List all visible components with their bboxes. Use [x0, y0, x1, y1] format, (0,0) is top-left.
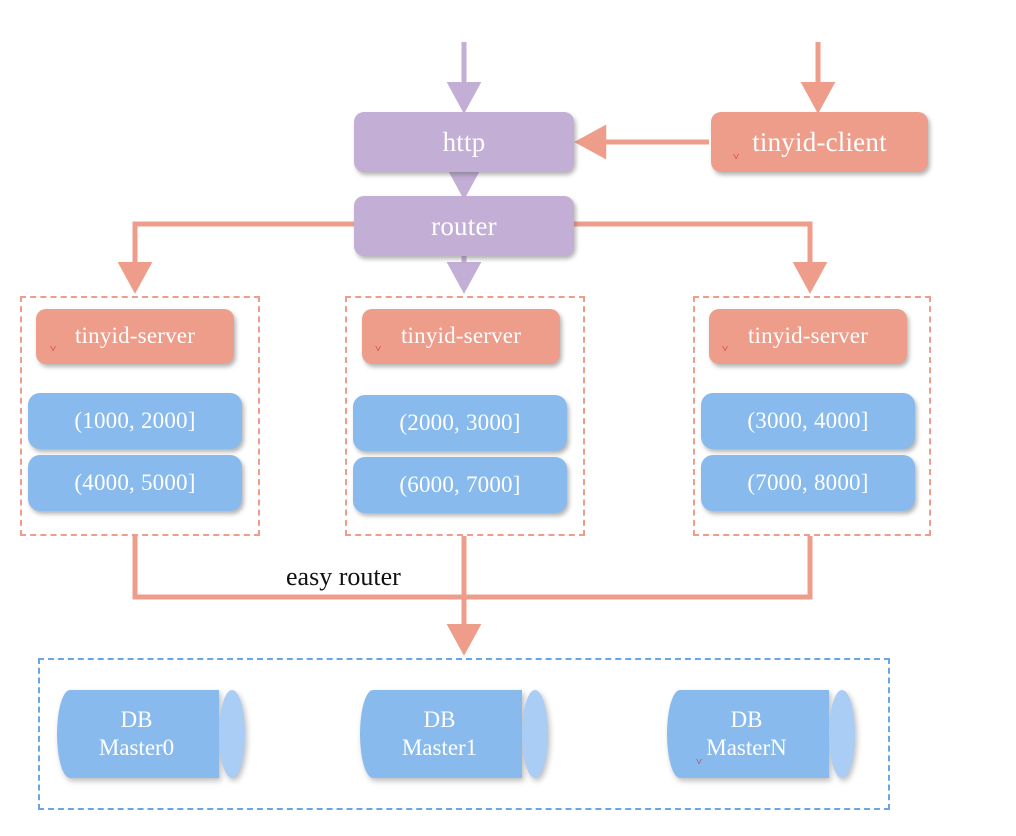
db-cylinder-2-left-cap: [667, 690, 693, 778]
server-group-3: [693, 296, 931, 536]
db-cylinder-2-line1: DB: [730, 706, 763, 732]
db-group: [38, 658, 890, 810]
server-group-1: [20, 296, 260, 536]
edge-router-to-server-3: [574, 221, 828, 294]
node-tinyid-client-label: tinyid-client: [752, 126, 887, 157]
db-cylinder-0-label: DB Master0: [57, 690, 216, 778]
edge-router-to-server-1: [117, 221, 354, 294]
server-group-3-segment-1[interactable]: (7000, 8000]: [701, 455, 915, 511]
server-group-1-segment-1[interactable]: (4000, 5000]: [28, 455, 242, 511]
node-tinyid-client[interactable]: tinyid-client: [711, 112, 928, 172]
db-cylinder-1-line2: Master1: [401, 735, 478, 760]
server-group-2-segment-0-label: (2000, 3000]: [399, 409, 521, 435]
server-group-1-segment-0-label: (1000, 2000]: [74, 407, 196, 433]
db-cylinder-0-line2: Master0: [98, 735, 175, 760]
node-http[interactable]: http: [354, 112, 574, 172]
server-group-3-server-label: tinyid-server: [747, 323, 869, 349]
server-group-2: [345, 296, 585, 536]
db-cylinder-2-body: [680, 690, 829, 778]
db-cylinder-2-right-cap: [829, 690, 855, 778]
db-cylinder-1[interactable]: DB Master1: [360, 690, 548, 778]
server-group-3-segment-1-label: (7000, 8000]: [747, 469, 869, 495]
node-router-label: router: [431, 210, 497, 241]
edge-server-3-to-bus: [464, 536, 813, 600]
server-group-2-segment-1-label: (6000, 7000]: [399, 471, 521, 497]
server-group-3-server[interactable]: tinyid-server: [709, 309, 907, 364]
server-group-1-segment-1-label: (4000, 5000]: [74, 469, 196, 495]
server-group-3-segment-0[interactable]: (3000, 4000]: [701, 393, 915, 449]
edge-label-easy-router-text: easy router: [286, 562, 401, 591]
server-group-1-segment-0[interactable]: (1000, 2000]: [28, 393, 242, 449]
edge-label-easy-router: easy router: [286, 562, 401, 592]
server-group-3-segment-0-label: (3000, 4000]: [747, 407, 869, 433]
db-cylinder-0-body: [70, 690, 219, 778]
server-group-1-server[interactable]: tinyid-server: [36, 309, 234, 364]
db-cylinder-1-body: [373, 690, 522, 778]
db-cylinder-1-right-cap: [522, 690, 548, 778]
server-group-2-segment-1[interactable]: (6000, 7000]: [353, 457, 567, 513]
db-cylinder-2-line2: MasterN: [706, 735, 787, 760]
server-group-2-server-label: tinyid-server: [400, 323, 522, 349]
db-cylinder-0-line1: DB: [120, 706, 153, 732]
node-http-label: http: [442, 126, 486, 157]
db-cylinder-0-right-cap: [219, 690, 245, 778]
db-cylinder-2[interactable]: DB MasterN: [667, 690, 855, 778]
db-cylinder-0[interactable]: DB Master0: [57, 690, 245, 778]
server-group-2-segment-0[interactable]: (2000, 3000]: [353, 395, 567, 451]
server-group-1-server-label: tinyid-server: [74, 323, 196, 349]
db-cylinder-2-label: DB MasterN: [667, 690, 826, 778]
db-cylinder-1-left-cap: [360, 690, 386, 778]
server-group-2-server[interactable]: tinyid-server: [362, 309, 560, 364]
db-cylinder-0-left-cap: [57, 690, 83, 778]
node-router[interactable]: router: [354, 196, 574, 256]
db-cylinder-1-line1: DB: [423, 706, 456, 732]
db-cylinder-1-label: DB Master1: [360, 690, 519, 778]
